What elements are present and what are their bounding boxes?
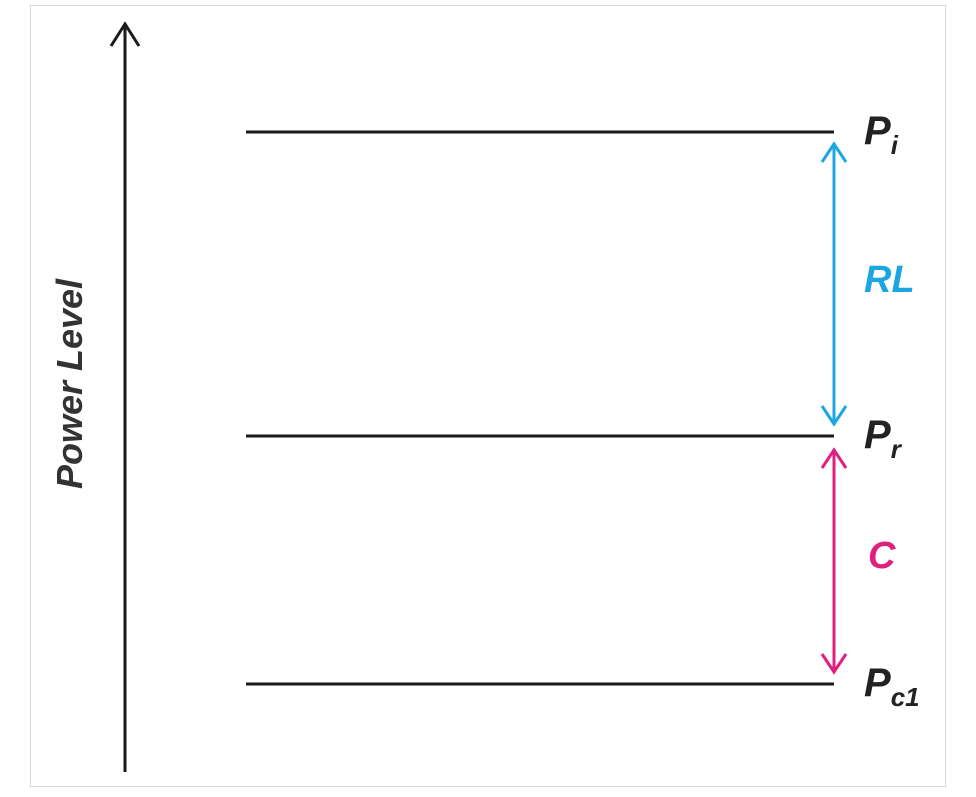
- level-label-pc1-sub: c1: [891, 682, 920, 712]
- level-label-pc1: Pc1: [864, 661, 920, 712]
- level-label-pi-main: P: [864, 109, 891, 153]
- rl-double-arrow: [820, 141, 848, 427]
- diagram-frame: [30, 5, 946, 787]
- power-axis: [109, 21, 141, 772]
- level-label-pc1-main: P: [864, 661, 891, 705]
- level-label-pr-main: P: [864, 413, 891, 457]
- c-label: C: [868, 535, 896, 577]
- power-axis-arrowhead: [109, 21, 141, 47]
- level-label-pi: Pi: [864, 109, 899, 160]
- level-label-pi-sub: i: [891, 130, 899, 160]
- axis-label: Power Level: [49, 278, 90, 489]
- level-label-pr-sub: r: [891, 434, 903, 464]
- c-double-arrow: [820, 447, 848, 675]
- level-label-pr: Pr: [864, 413, 903, 464]
- rl-label: RL: [864, 259, 915, 301]
